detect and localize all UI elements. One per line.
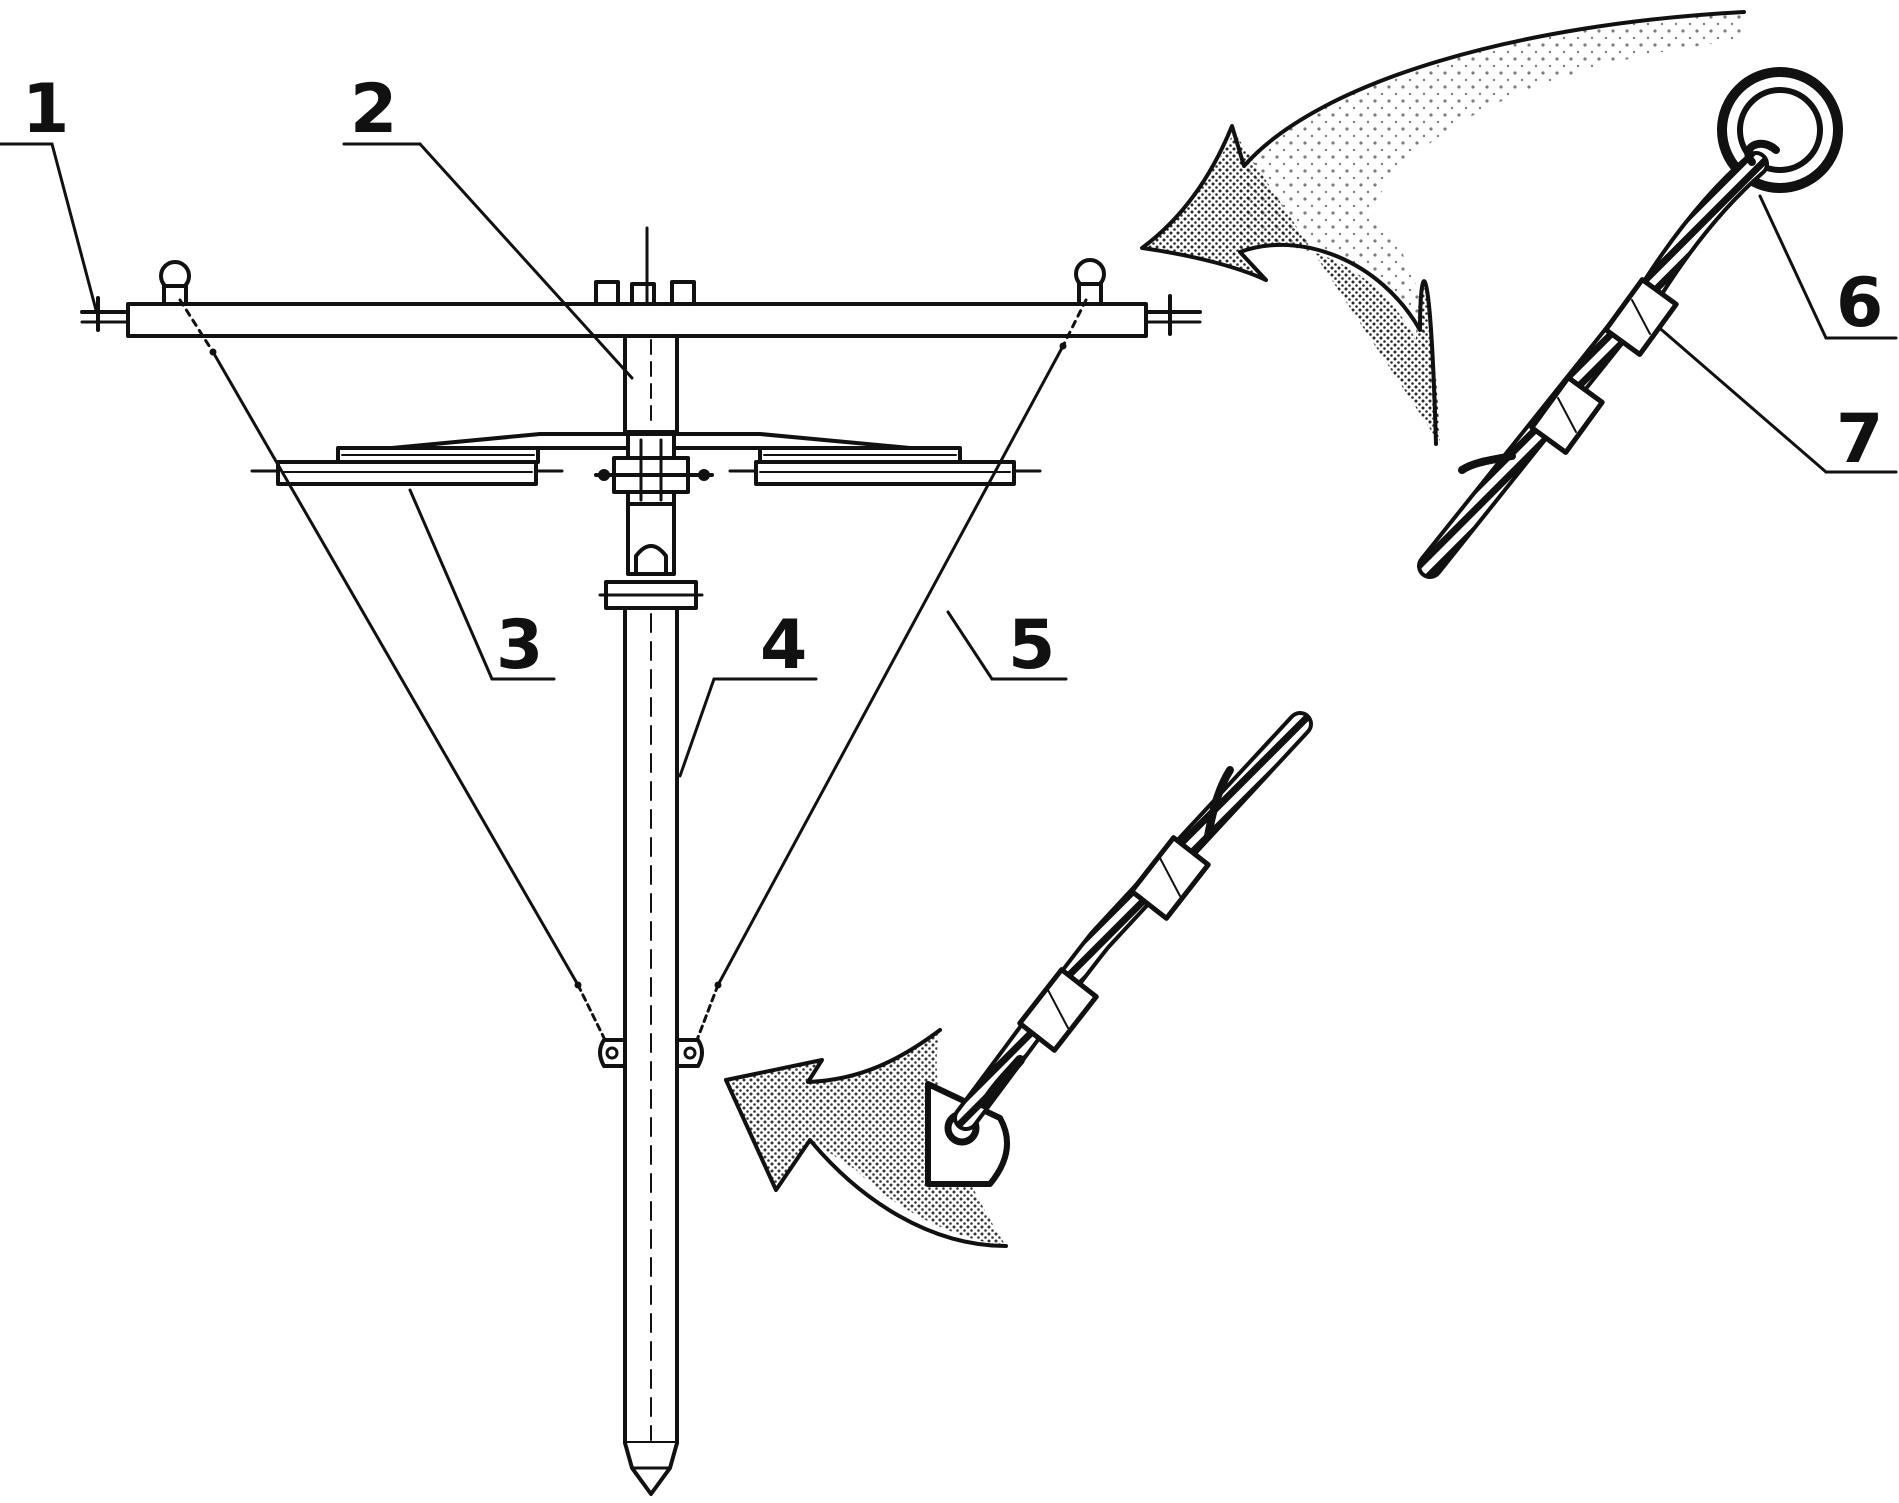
anchor-lug-right-icon [675, 1038, 704, 1068]
label-1: 1 [22, 70, 69, 149]
bottom-detail [724, 711, 1313, 1248]
hub-bracket [594, 432, 714, 610]
callout-numbers: 1 2 3 4 5 6 7 [22, 70, 1883, 685]
eye-bolt-right-icon [1074, 258, 1106, 306]
label-5: 5 [1008, 606, 1055, 685]
guy-wire-right [695, 298, 1088, 1042]
label-2: 2 [350, 70, 397, 149]
eye-bolt-left-icon [159, 260, 191, 306]
guy-wire-left [178, 298, 607, 1042]
cross-beam [80, 294, 1202, 338]
top-detail [1140, 10, 1843, 579]
top-clamp [594, 226, 696, 306]
label-3: 3 [496, 606, 543, 685]
upper-mast [623, 334, 679, 434]
leader-lines [0, 142, 1898, 778]
label-7: 7 [1836, 400, 1883, 479]
vane-right [728, 446, 1042, 486]
mast-pole [623, 606, 679, 1496]
vane-left [250, 446, 564, 486]
anchor-lug-left-icon [598, 1038, 627, 1068]
label-4: 4 [760, 606, 807, 685]
label-6: 6 [1836, 264, 1883, 343]
